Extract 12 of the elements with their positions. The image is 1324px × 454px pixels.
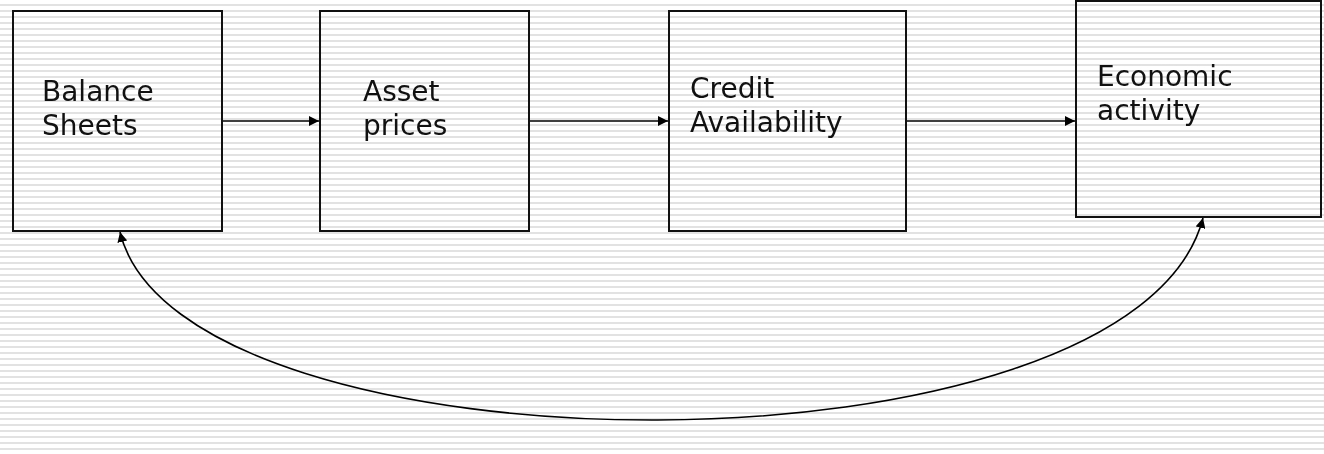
box-label: Economic activity — [1097, 60, 1234, 128]
box-label: Balance Sheets — [42, 75, 155, 143]
box-label: Credit Availability — [690, 72, 844, 140]
process-box — [1075, 0, 1322, 218]
process-box — [319, 10, 530, 232]
process-box — [668, 10, 907, 232]
process-box — [12, 10, 223, 232]
arrow — [529, 116, 669, 126]
arrow — [119, 217, 1204, 421]
arrow — [222, 116, 320, 126]
box-label: Asset prices — [363, 75, 449, 143]
arrow — [906, 116, 1076, 126]
